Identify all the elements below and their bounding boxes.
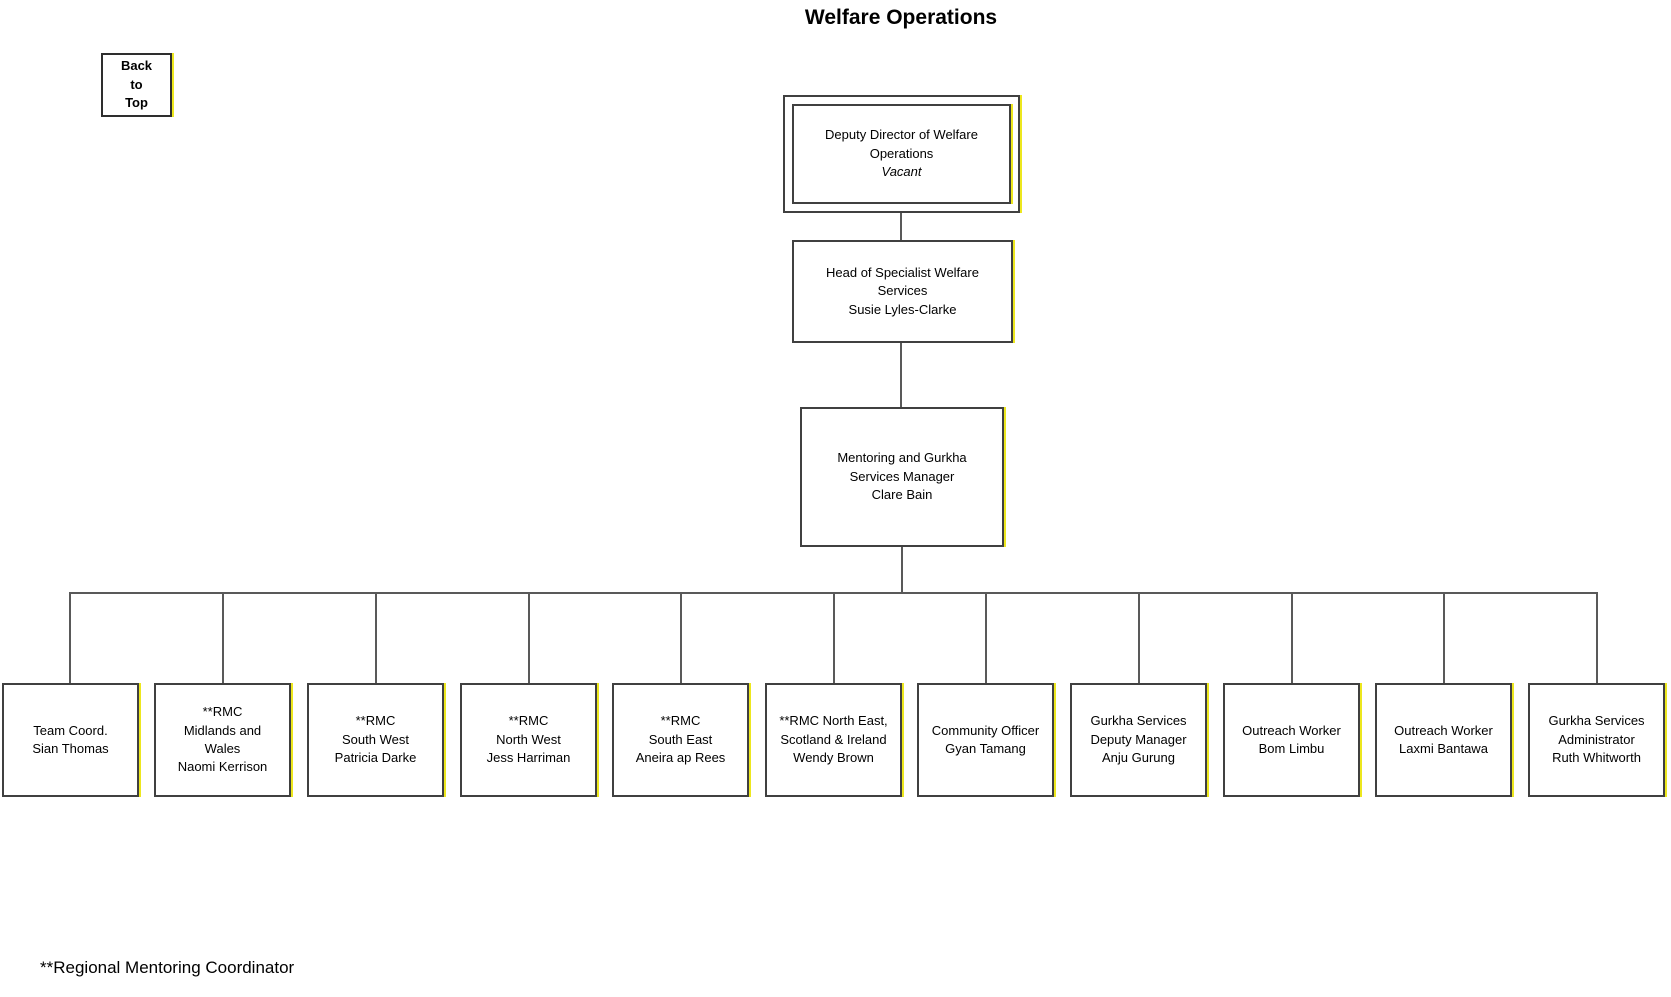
- org-box-rmc-south-east: **RMC South East Aneira ap Rees: [612, 683, 749, 797]
- connector-drop-2: [222, 592, 224, 683]
- connector-drop-1: [69, 592, 71, 683]
- footnote-rmc-legend: **Regional Mentoring Coordinator: [40, 958, 295, 977]
- org-box-rmc-south-west: **RMC South West Patricia Darke: [307, 683, 444, 797]
- deputy-director-status: Vacant: [881, 164, 922, 180]
- connector-drop-4: [528, 592, 530, 683]
- connector-deputy-to-head: [900, 213, 902, 240]
- org-box-outreach-worker-1: Outreach Worker Bom Limbu: [1223, 683, 1360, 797]
- connector-head-to-manager: [900, 343, 902, 407]
- org-box-deputy-director: Deputy Director of Welfare Operations Va…: [792, 104, 1011, 204]
- org-box-rmc-north-east-scotland-ireland: **RMC North East, Scotland & Ireland Wen…: [765, 683, 902, 797]
- org-box-outreach-worker-2: Outreach Worker Laxmi Bantawa: [1375, 683, 1512, 797]
- connector-drop-9: [1291, 592, 1293, 683]
- connector-drop-10: [1443, 592, 1445, 683]
- connector-drop-7: [985, 592, 987, 683]
- org-box-head-specialist-welfare: Head of Specialist Welfare Services Susi…: [792, 240, 1013, 343]
- back-to-top-button[interactable]: Back to Top: [101, 53, 172, 117]
- connector-drop-5: [680, 592, 682, 683]
- connector-drop-6: [833, 592, 835, 683]
- org-box-rmc-midlands-wales: **RMC Midlands and Wales Naomi Kerrison: [154, 683, 291, 797]
- org-box-gurkha-services-administrator: Gurkha Services Administrator Ruth Whitw…: [1528, 683, 1665, 797]
- deputy-director-role: Deputy Director of Welfare Operations: [825, 127, 978, 161]
- org-box-rmc-north-west: **RMC North West Jess Harriman: [460, 683, 597, 797]
- connector-drop-3: [375, 592, 377, 683]
- org-box-gurkha-services-deputy-manager: Gurkha Services Deputy Manager Anju Guru…: [1070, 683, 1207, 797]
- page-title: Welfare Operations: [804, 6, 998, 29]
- org-box-team-coordinator: Team Coord. Sian Thomas: [2, 683, 139, 797]
- connector-manager-trunk: [901, 547, 903, 592]
- connector-drop-8: [1138, 592, 1140, 683]
- connector-drop-11: [1596, 592, 1598, 683]
- org-box-mentoring-gurkha-manager: Mentoring and Gurkha Services Manager Cl…: [800, 407, 1004, 547]
- org-box-community-officer: Community Officer Gyan Tamang: [917, 683, 1054, 797]
